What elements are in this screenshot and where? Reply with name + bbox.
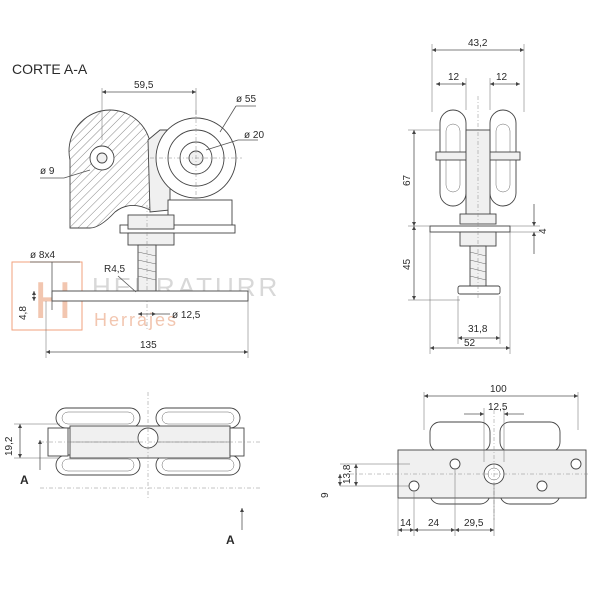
plan-wheel-right [499, 421, 561, 453]
dim-4: 4 [538, 228, 549, 234]
section-title: CORTE A-A [12, 61, 88, 77]
dim-59-5: 59,5 [134, 80, 154, 91]
section-marker-a-left: A [20, 473, 29, 487]
dim-r4-5: R4,5 [104, 264, 126, 275]
front-washer [457, 285, 501, 295]
dim-100: 100 [490, 384, 507, 395]
dim-45: 45 [402, 258, 413, 270]
dim-14: 14 [400, 518, 412, 529]
plan-hole-2 [449, 458, 461, 470]
dim-24: 24 [428, 518, 440, 529]
hatched-wheel-section [68, 109, 151, 229]
section-view [51, 109, 249, 330]
dim-12-left: 12 [448, 72, 460, 83]
nut-top [127, 214, 175, 230]
dim-19-2: 19,2 [4, 436, 15, 456]
section-dimensions: 59,5 ø 55 ø 20 ø 9 ø 8x4 R4,5 4,8 ø 12,5… [18, 80, 264, 358]
plan-hole-4 [570, 458, 582, 470]
dim-12-5-plan: 12,5 [488, 402, 508, 413]
dim-52: 52 [464, 338, 476, 349]
plan-dimensions: 100 12,5 13,8 9 14 24 29,5 [320, 384, 579, 536]
top-view [40, 392, 260, 500]
plan-hole-1 [408, 480, 420, 492]
nut-lower [127, 232, 175, 246]
dim-4-8: 4,8 [18, 306, 29, 320]
axle-pin-left [96, 152, 108, 164]
dim-135: 135 [140, 340, 157, 351]
dim-dia-20: ø 20 [244, 130, 264, 141]
dim-9-plan: 9 [320, 492, 331, 498]
dim-12-right: 12 [496, 72, 508, 83]
dim-13-8: 13,8 [342, 464, 353, 484]
section-marker-a-bottom: A [226, 533, 235, 547]
plan-wheel-left [429, 421, 491, 453]
top-wheel-upper-right [155, 407, 241, 429]
top-wheel-upper-left [55, 407, 141, 429]
plan-view [350, 410, 590, 520]
front-view [429, 96, 521, 300]
carriage-base [119, 224, 236, 234]
dim-67: 67 [402, 174, 413, 186]
front-plate [429, 225, 511, 233]
dim-dia-9: ø 9 [40, 166, 55, 177]
watermark-sub: Herrajes [94, 310, 178, 330]
top-view-dimensions: 19,2 A A [4, 423, 244, 547]
dim-dia-8x4: ø 8x4 [30, 250, 55, 261]
front-dimensions: 43,2 12 12 67 45 4 31,8 52 [402, 38, 549, 354]
dim-43-2: 43,2 [468, 38, 488, 49]
dim-dia-55: ø 55 [236, 94, 256, 105]
dim-29-5: 29,5 [464, 518, 484, 529]
dim-31-8: 31,8 [468, 324, 488, 335]
dim-dia-12-5: ø 12,5 [172, 310, 201, 321]
mounting-plate [51, 290, 249, 302]
plan-hole-3 [536, 480, 548, 492]
